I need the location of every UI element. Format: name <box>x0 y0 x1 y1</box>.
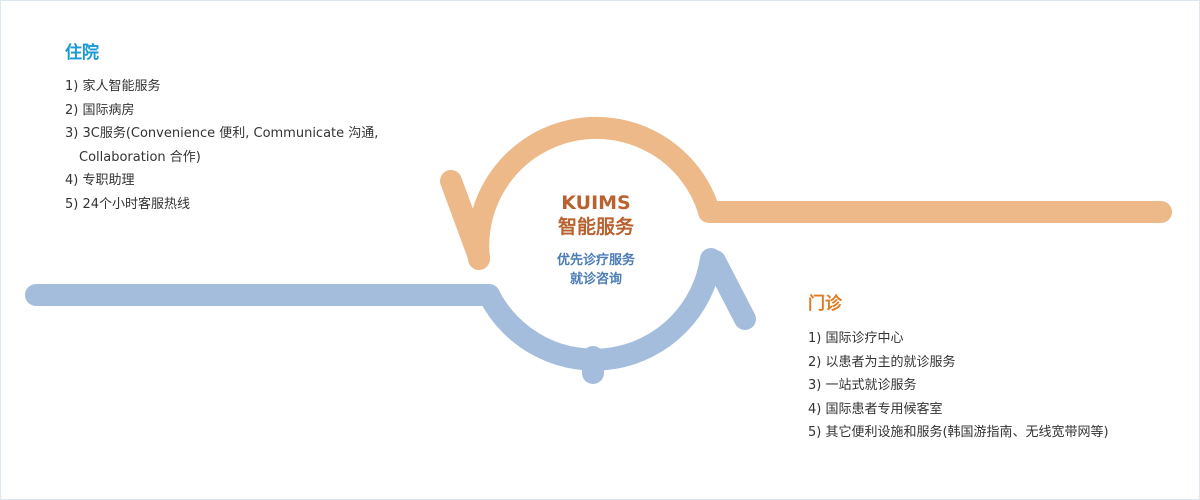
outpatient-service-list: 1) 国际诊疗中心 2) 以患者为主的就诊服务 3) 一站式就诊服务 4) 国际… <box>808 327 1188 445</box>
outpatient-flow-track <box>25 248 756 384</box>
list-item: 4) 国际患者专用候客室 <box>808 401 943 417</box>
list-item: 3) 3C服务(Convenience 便利, Communicate 沟通, … <box>65 126 379 165</box>
list-item: 2) 以患者为主的就诊服务 <box>808 354 956 370</box>
list-item: 5) 其它便利设施和服务(韩国游指南、无线宽带网等) <box>808 425 1109 440</box>
center-subtitle: 智能服务 <box>557 216 634 238</box>
blue-arc <box>478 248 722 371</box>
orange-arrow-tail <box>440 170 490 268</box>
list-item: 2) 国际病房 <box>65 102 135 118</box>
center-line-consult: 就诊咨询 <box>569 272 622 287</box>
list-item: 3) 一站式就诊服务 <box>808 378 917 393</box>
orange-arc <box>467 116 720 270</box>
list-item: 1) 家人智能服务 <box>65 79 161 94</box>
inpatient-title: 住院 <box>65 43 99 63</box>
center-line-priority: 优先诊疗服务 <box>556 253 635 268</box>
list-item: 1) 国际诊疗中心 <box>808 331 904 346</box>
blue-arrow-tail <box>704 250 756 330</box>
list-item: 5) 24个小时客服热线 <box>65 196 191 212</box>
inpatient-flow-track <box>440 116 1172 270</box>
inpatient-service-list: 1) 家人智能服务 2) 国际病房 3) 3C服务(Convenience 便利… <box>65 75 425 216</box>
list-item: 4) 专职助理 <box>65 173 135 188</box>
center-label: KUIMS 智能服务 优先诊疗服务 就诊咨询 <box>521 191 671 289</box>
outpatient-title: 门诊 <box>808 294 842 314</box>
center-brand: KUIMS <box>561 192 631 214</box>
